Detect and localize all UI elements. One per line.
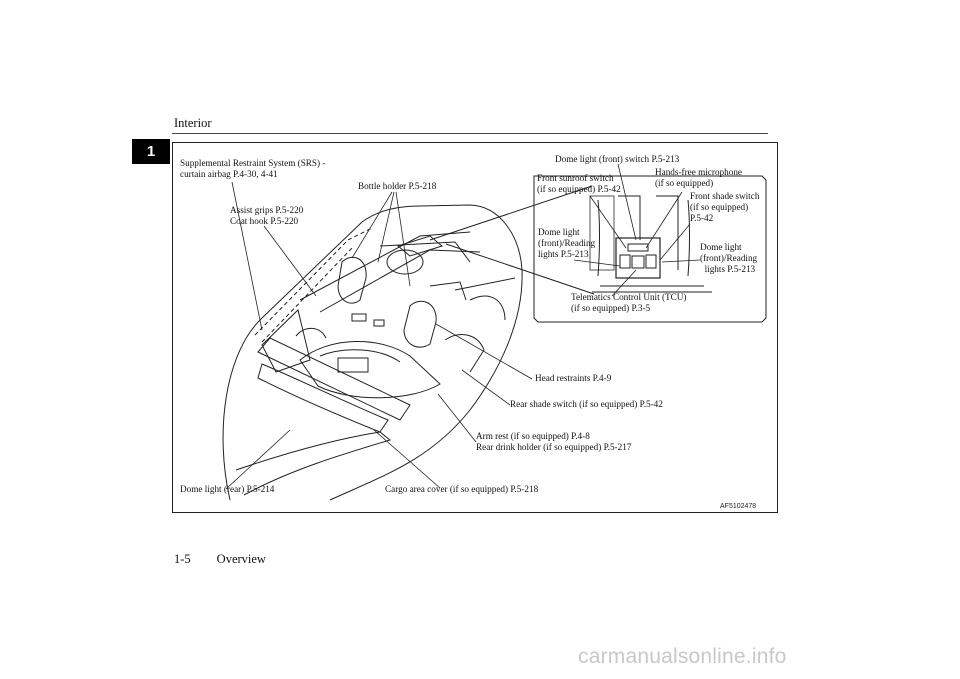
figure-code: AF5102478	[720, 503, 757, 510]
section-name: Overview	[216, 552, 266, 566]
label-dome-reading-left: Dome light (front)/Reading lights P.5-21…	[538, 227, 596, 259]
label-cargo-cover: Cargo area cover (if so equipped) P.5-21…	[385, 484, 539, 494]
seat-front-right	[403, 300, 437, 348]
curtain-airbag	[254, 227, 373, 336]
label-rear-shade-switch: Rear shade switch (if so equipped) P.5-4…	[510, 399, 663, 409]
label-tcu: Telematics Control Unit (TCU) (if so equ…	[571, 292, 687, 313]
cargo-cover	[257, 363, 389, 433]
rear-bumper-outline	[235, 431, 392, 496]
label-sunroof-switch: Front sunroof switch (if so equipped) P.…	[537, 173, 621, 194]
label-srs-curtain-airbag: Supplemental Restraint System (SRS) - cu…	[180, 158, 326, 179]
car-body-outline	[222, 204, 523, 501]
interior-figure	[172, 142, 778, 513]
label-head-restraints: Head restraints P.4-9	[535, 373, 612, 383]
inset-pointer-line	[429, 185, 593, 241]
page-header-title: Interior	[174, 116, 212, 130]
leader-lines	[225, 163, 701, 490]
label-assist-grips: Assist grips P.5-220 Coat hook P.5-220	[230, 205, 304, 226]
label-handsfree-mic: Hands-free microphone (if so equipped)	[655, 167, 742, 188]
header-divider	[172, 133, 768, 134]
label-dome-rear: Dome light (rear) P.5-214	[180, 484, 275, 494]
label-bottle-holder: Bottle holder P.5-218	[358, 181, 437, 191]
watermark-link[interactable]: carmanualsonline.info	[578, 645, 787, 668]
page-number: 1-5	[174, 552, 191, 566]
overhead-console	[615, 237, 661, 279]
inset-box	[533, 175, 767, 323]
page-footer: 1-5 Overview	[174, 552, 292, 567]
chapter-tab: 1	[132, 139, 170, 164]
rear-deck	[257, 337, 411, 421]
label-front-shade-switch: Front shade switch (if so equipped) P.5-…	[690, 191, 760, 223]
rear-bench	[299, 341, 441, 399]
label-dome-front-switch: Dome light (front) switch P.5-213	[555, 154, 680, 164]
label-arm-rest: Arm rest (if so equipped) P.4-8 Rear dri…	[476, 431, 632, 452]
seat-front-left	[337, 256, 367, 304]
label-dome-reading-right: Dome light (front)/Reading lights P.5-21…	[700, 242, 758, 274]
